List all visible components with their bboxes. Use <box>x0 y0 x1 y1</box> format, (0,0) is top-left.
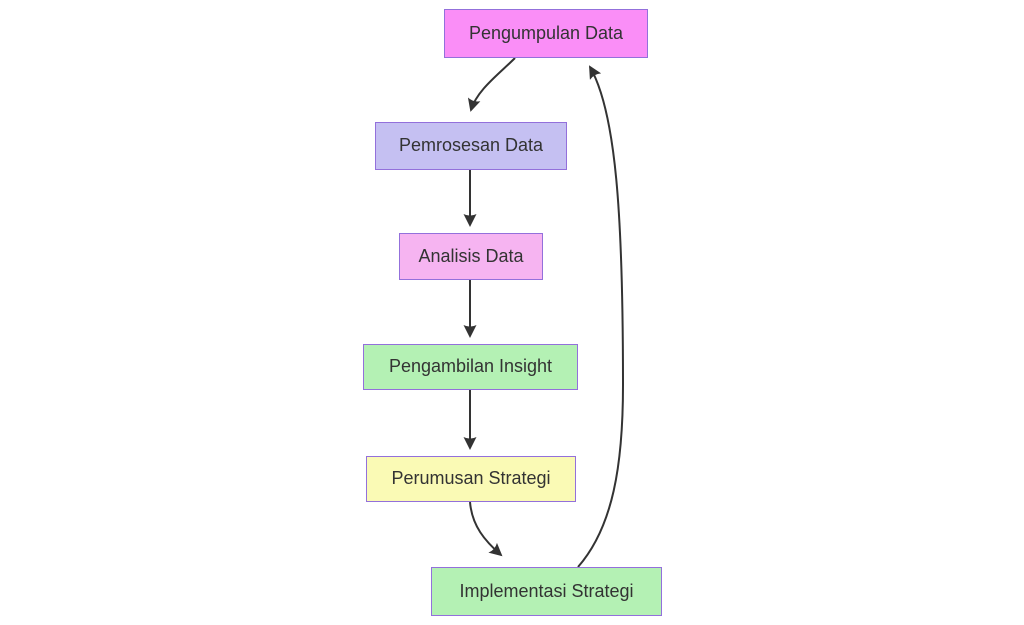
edge-pengumpulan-to-pemrosesan <box>467 57 516 112</box>
edge-implementasi-to-pengumpulan <box>577 65 625 568</box>
node-implementasi-strategi: Implementasi Strategi <box>431 567 662 616</box>
node-label: Pengambilan Insight <box>388 356 553 377</box>
node-label: Analisis Data <box>418 245 524 266</box>
node-label: Pengumpulan Data <box>468 22 624 43</box>
node-label: Implementasi Strategi <box>459 580 634 601</box>
node-pengambilan-insight: Pengambilan Insight <box>363 344 578 390</box>
node-perumusan-strategi: Perumusan Strategi <box>366 456 576 502</box>
edge-perumusan-to-implementasi <box>469 501 503 557</box>
node-analisis-data: Analisis Data <box>399 233 543 280</box>
node-label: Pemrosesan Data <box>398 135 544 156</box>
node-pemrosesan-data: Pemrosesan Data <box>375 122 567 170</box>
node-pengumpulan-data: Pengumpulan Data <box>444 9 648 58</box>
node-label: Perumusan Strategi <box>391 468 551 489</box>
